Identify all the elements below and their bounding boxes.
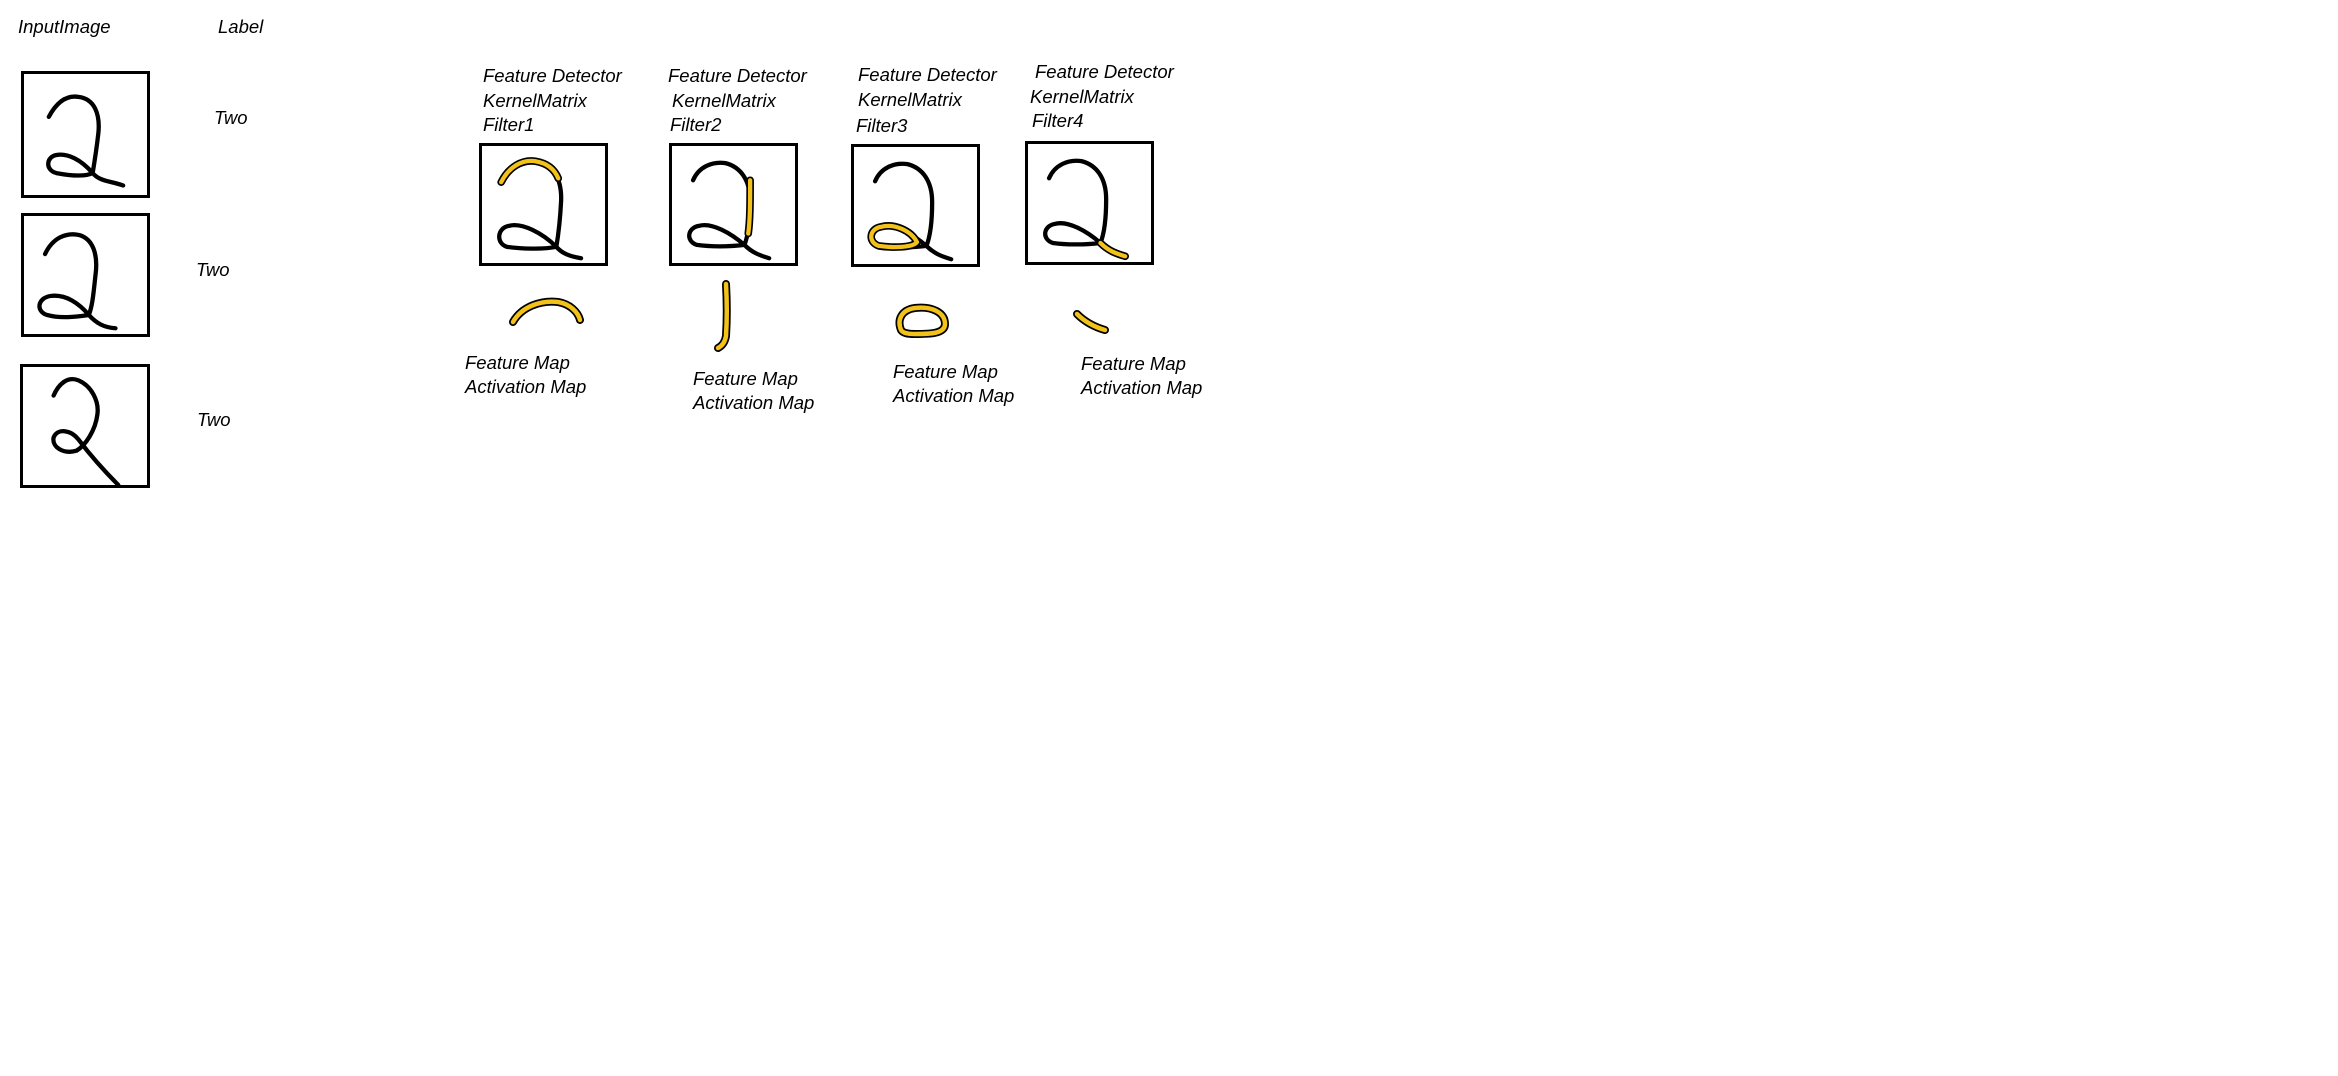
label-header: Label: [218, 16, 264, 37]
filter-2-feature-map: [712, 280, 736, 352]
filter-2-kernel: [669, 143, 798, 266]
filter-4-map-sublabel: Activation Map: [1081, 377, 1203, 398]
filter-3-kernel: [851, 144, 980, 267]
filter-3-name: Filter3: [856, 115, 908, 136]
filter-1-name: Filter1: [483, 114, 535, 135]
sample-label-1: Two: [214, 107, 248, 128]
input-image-header: InputImage: [18, 16, 111, 37]
filter-1-feature-map: [508, 296, 584, 326]
filter-4-kernel: [1025, 141, 1154, 265]
filter-1-kernel: [479, 143, 608, 266]
filter-1-drawing: [497, 157, 584, 261]
digit-two-drawing: [51, 377, 121, 488]
filter-1-title: Feature Detector: [483, 65, 622, 86]
filter-2-map-sublabel: Activation Map: [693, 392, 815, 413]
filter-3-title: Feature Detector: [858, 64, 997, 85]
input-image-2: [21, 213, 150, 337]
sample-label-2: Two: [196, 259, 230, 280]
input-image-3: [20, 364, 150, 488]
filter-2-drawing: [687, 160, 772, 261]
digit-two-drawing: [46, 94, 126, 188]
filter-3-map-label: Feature Map: [893, 361, 998, 382]
filter-2-name: Filter2: [670, 114, 722, 135]
filter-2-title: Feature Detector: [668, 65, 807, 86]
filter-3-map-sublabel: Activation Map: [893, 385, 1015, 406]
filter-2-subtitle: KernelMatrix: [672, 90, 776, 111]
filter-1-map-label: Feature Map: [465, 352, 570, 373]
filter-3-feature-map: [893, 302, 951, 338]
filter-1-map-sublabel: Activation Map: [465, 376, 587, 397]
filter-4-subtitle: KernelMatrix: [1030, 86, 1134, 107]
filter-2-map-label: Feature Map: [693, 368, 798, 389]
input-image-1: [21, 71, 150, 198]
filter-3-subtitle: KernelMatrix: [858, 89, 962, 110]
filter-1-subtitle: KernelMatrix: [483, 90, 587, 111]
filter-4-drawing: [1043, 158, 1129, 261]
filter-4-map-label: Feature Map: [1081, 353, 1186, 374]
filter-3-drawing: [867, 161, 954, 262]
filter-4-title: Feature Detector: [1035, 61, 1174, 82]
filter-4-feature-map: [1073, 310, 1113, 334]
filter-4-name: Filter4: [1032, 110, 1084, 131]
sample-label-3: Two: [197, 409, 231, 430]
digit-two-drawing: [37, 232, 118, 331]
